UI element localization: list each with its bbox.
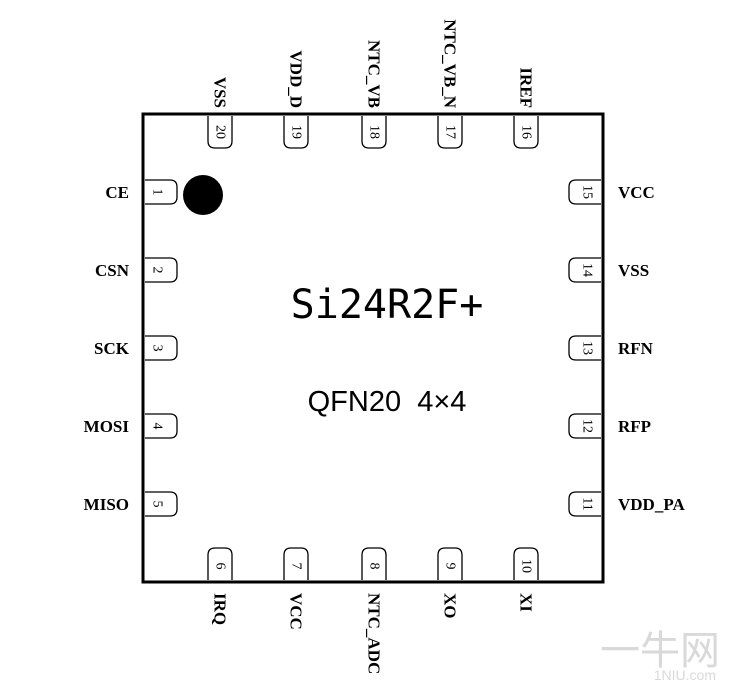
pin-pad [361, 547, 387, 580]
pin-label-vss: VSS [618, 261, 649, 280]
pin-number: 10 [519, 559, 534, 573]
pin-number: 12 [580, 419, 595, 433]
pin-label-vss: VSS [211, 77, 230, 108]
pin-pad [145, 413, 178, 439]
pin-number: 2 [150, 267, 165, 274]
pin1-marker [183, 175, 223, 215]
pin-number: 5 [150, 501, 165, 508]
pin-label-xi: XI [517, 593, 536, 612]
watermark-logo: 一牛网 [600, 629, 720, 673]
chip-body [141, 112, 605, 584]
pin-label-vcc: VCC [618, 183, 655, 202]
pin-pad [145, 491, 178, 517]
pin-label-miso: MISO [84, 495, 129, 514]
pin-pad [568, 179, 601, 205]
pin-pad [513, 547, 539, 580]
pin-number: 20 [213, 125, 228, 139]
pin-label-vdd-d: VDD_D [287, 50, 306, 108]
chip-name: Si24R2F+ [291, 282, 484, 328]
left-pins: 1 CE 2 CSN 3 SCK 4 MOSI 5 MISO [84, 179, 178, 517]
pin-pad [207, 547, 233, 580]
pin-number: 8 [367, 563, 382, 570]
pin-label-vdd-pa: VDD_PA [618, 495, 685, 514]
pin-label-mosi: MOSI [84, 417, 130, 436]
pin-number: 15 [580, 185, 595, 199]
pin-label-rfp: RFP [618, 417, 651, 436]
pin-number: 17 [443, 125, 458, 139]
pin-number: 18 [367, 125, 382, 139]
pin-number: 11 [580, 497, 595, 510]
pin-label-irq: IRQ [211, 593, 230, 625]
pin-pad [437, 547, 463, 580]
pin-number: 14 [580, 263, 595, 277]
pin-label-sck: SCK [94, 339, 130, 358]
watermark-url: 1NIU.com [654, 667, 716, 683]
pin-label-rfn: RFN [618, 339, 654, 358]
pin-pad [145, 257, 178, 283]
pin-label-xo: XO [441, 593, 460, 619]
pin-number: 16 [519, 125, 534, 139]
pin-number: 7 [289, 563, 304, 570]
pin-label-ntc-vb-n: NTC_VB_N [441, 19, 460, 109]
pin-pad [207, 116, 233, 149]
pin-pad [283, 547, 309, 580]
pin-number: 4 [150, 423, 165, 430]
pin-number: 1 [150, 189, 165, 196]
pin-pad [361, 116, 387, 149]
right-pins: 11 VDD_PA 12 RFP 13 RFN 14 VSS 15 VCC [568, 179, 685, 517]
pin-pad [145, 179, 178, 205]
pin-pad [568, 491, 601, 517]
top-pins: 16 IREF 17 NTC_VB_N 18 NTC_VB 19 VDD_D 20 VSS [207, 19, 539, 149]
pin-label-ce: CE [105, 183, 129, 202]
package-label: QFN20 4×4 [308, 386, 467, 418]
pin-pad [568, 413, 601, 439]
pin-pad [283, 116, 309, 149]
pin-label-vcc: VCC [287, 593, 306, 630]
pin-pad [513, 116, 539, 149]
pin-pad [145, 335, 178, 361]
pin-label-iref: IREF [517, 67, 536, 108]
pin-number: 9 [443, 563, 458, 570]
pin-number: 13 [580, 341, 595, 355]
pin-pad [437, 116, 463, 149]
pin-number: 3 [150, 345, 165, 352]
pin-label-csn: CSN [95, 261, 130, 280]
pin-pad [568, 335, 601, 361]
pin-number: 6 [213, 563, 228, 570]
pin-pad [568, 257, 601, 283]
pin-number: 19 [289, 125, 304, 139]
pin-label-ntc-vb: NTC_VB [365, 40, 384, 108]
pin-label-ntc-adc: NTC_ADC [365, 593, 384, 674]
